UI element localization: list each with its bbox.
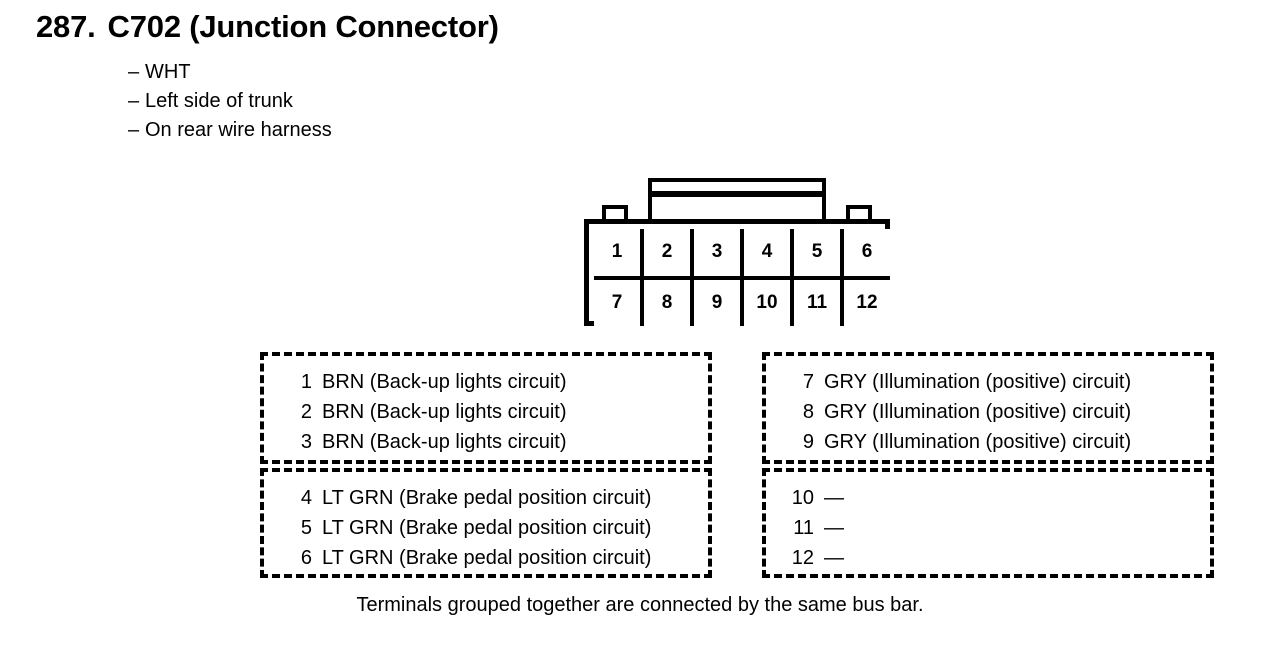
circuit-description: BRN (Back-up lights circuit) — [322, 431, 567, 453]
pin-cell-7[interactable]: 7 — [594, 279, 644, 326]
circuit-line: 4 LT GRN (Brake pedal position circuit) — [264, 483, 708, 513]
circuit-line: 9 GRY (Illumination (positive) circuit) — [766, 427, 1210, 457]
connector-name: C702 (Junction Connector) — [107, 9, 499, 44]
circuit-group-pins-10-12: 10 — 11 — 12 — — [762, 468, 1214, 578]
circuit-pin-number: 11 — [793, 517, 814, 539]
circuit-description: BRN (Back-up lights circuit) — [322, 371, 567, 393]
circuit-pin-number: 3 — [300, 431, 312, 453]
connector-latch-tab — [648, 178, 826, 222]
circuit-pin-number: 4 — [300, 487, 312, 509]
pin-cell-2[interactable]: 2 — [644, 229, 694, 276]
circuit-pin-number: 2 — [300, 401, 312, 423]
circuit-line: 2 BRN (Back-up lights circuit) — [264, 397, 708, 427]
spec-text: WHT — [145, 61, 191, 83]
pin-cell-10[interactable]: 10 — [744, 279, 794, 326]
circuit-line: 5 LT GRN (Brake pedal position circuit) — [264, 513, 708, 543]
circuit-description: GRY (Illumination (positive) circuit) — [824, 401, 1132, 423]
circuit-description: — — [824, 547, 844, 569]
circuit-pin-number: 1 — [300, 371, 312, 393]
circuit-description: GRY (Illumination (positive) circuit) — [824, 371, 1132, 393]
circuit-description: BRN (Back-up lights circuit) — [322, 401, 567, 423]
pin-cell-1[interactable]: 1 — [594, 229, 644, 276]
circuit-line: 11 — — [766, 513, 1210, 543]
pin-cell-6[interactable]: 6 — [844, 229, 890, 276]
pin-cell-9[interactable]: 9 — [694, 279, 744, 326]
spec-line: –WHT — [128, 58, 648, 87]
circuit-description: — — [824, 517, 844, 539]
pin-cell-11[interactable]: 11 — [794, 279, 844, 326]
spec-line: –On rear wire harness — [128, 116, 648, 145]
circuit-description: GRY (Illumination (positive) circuit) — [824, 431, 1132, 453]
circuit-pin-number: 8 — [802, 401, 814, 423]
pin-cell-5[interactable]: 5 — [794, 229, 844, 276]
circuit-description: LT GRN (Brake pedal position circuit) — [322, 547, 652, 569]
connector-spec-list: –WHT–Left side of trunk–On rear wire har… — [128, 58, 648, 145]
circuit-pin-number: 12 — [791, 547, 814, 569]
circuit-pin-number: 9 — [802, 431, 814, 453]
circuit-line: 7 GRY (Illumination (positive) circuit) — [766, 367, 1210, 397]
circuit-pin-number: 6 — [300, 547, 312, 569]
circuit-description: — — [824, 487, 844, 509]
section-number: 287. — [36, 9, 96, 44]
pin-cell-8[interactable]: 8 — [644, 279, 694, 326]
circuit-line: 3 BRN (Back-up lights circuit) — [264, 427, 708, 457]
spec-text: Left side of trunk — [145, 90, 293, 112]
circuit-pin-number: 7 — [802, 371, 814, 393]
circuit-description: LT GRN (Brake pedal position circuit) — [322, 517, 652, 539]
circuit-line: 10 — — [766, 483, 1210, 513]
circuit-line: 1 BRN (Back-up lights circuit) — [264, 367, 708, 397]
circuit-pin-number: 5 — [300, 517, 312, 539]
pin-cell-12[interactable]: 12 — [844, 279, 890, 326]
pin-cell-3[interactable]: 3 — [694, 229, 744, 276]
page-title: 287. C702 (Junction Connector) — [36, 8, 499, 46]
dash-bullet-icon: – — [128, 90, 140, 112]
circuit-pin-number: 10 — [791, 487, 814, 509]
dash-bullet-icon: – — [128, 61, 140, 83]
bus-bar-footnote: Terminals grouped together are connected… — [356, 594, 924, 616]
pin-cell-4[interactable]: 4 — [744, 229, 794, 276]
connector-latch-bar — [652, 191, 822, 197]
circuit-line: 12 — — [766, 543, 1210, 573]
spec-text: On rear wire harness — [145, 119, 332, 141]
spec-line: –Left side of trunk — [128, 87, 648, 116]
dash-bullet-icon: – — [128, 119, 140, 141]
circuit-line: 6 LT GRN (Brake pedal position circuit) — [264, 543, 708, 573]
circuit-line: 8 GRY (Illumination (positive) circuit) — [766, 397, 1210, 427]
circuit-description: LT GRN (Brake pedal position circuit) — [322, 487, 652, 509]
